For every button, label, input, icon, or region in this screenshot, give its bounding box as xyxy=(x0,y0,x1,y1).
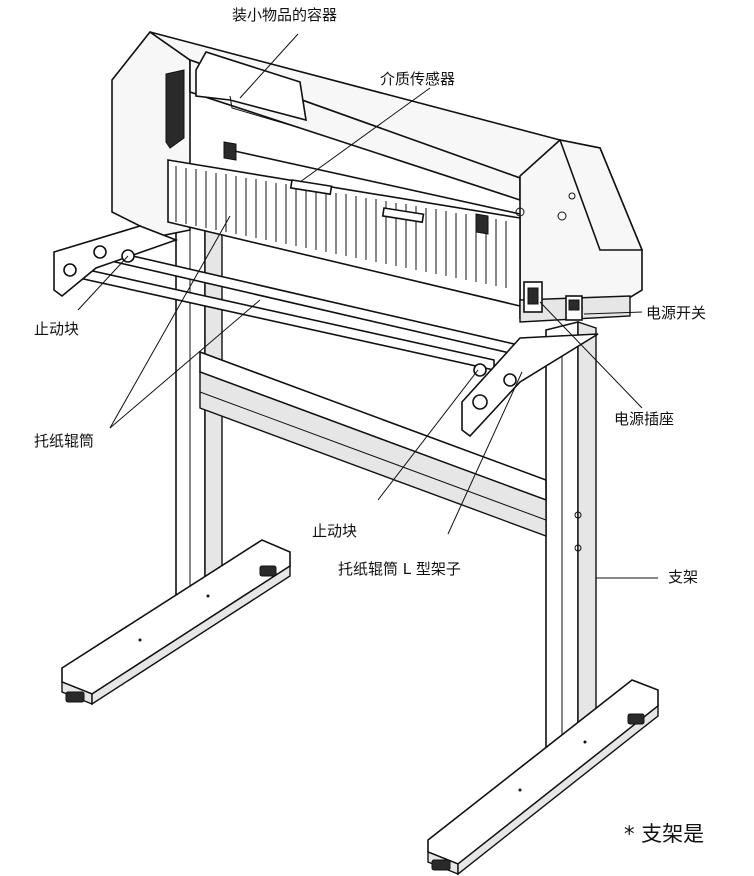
label-stock-rollers: 托纸辊筒 xyxy=(34,432,95,450)
stock-rollers xyxy=(53,225,599,438)
footnote: * 支架是 xyxy=(624,822,705,846)
label-stopper-center: 止动块 xyxy=(312,522,358,540)
plotter-body xyxy=(111,30,644,323)
cross-beam xyxy=(199,350,547,538)
label-media-sensor: 介质传感器 xyxy=(380,70,456,88)
label-small-items-container: 装小物品的容器 xyxy=(232,6,338,24)
label-stand: 支架 xyxy=(668,568,699,586)
label-stopper-left: 止动块 xyxy=(34,320,80,338)
label-power-switch: 电源开关 xyxy=(646,304,707,322)
stand-right xyxy=(427,320,659,876)
leader-lines xyxy=(77,33,658,579)
label-power-inlet: 电源插座 xyxy=(614,410,675,428)
label-roller-bracket: 托纸辊筒 L 型架子 xyxy=(338,560,461,578)
roller-ridges xyxy=(175,166,507,288)
